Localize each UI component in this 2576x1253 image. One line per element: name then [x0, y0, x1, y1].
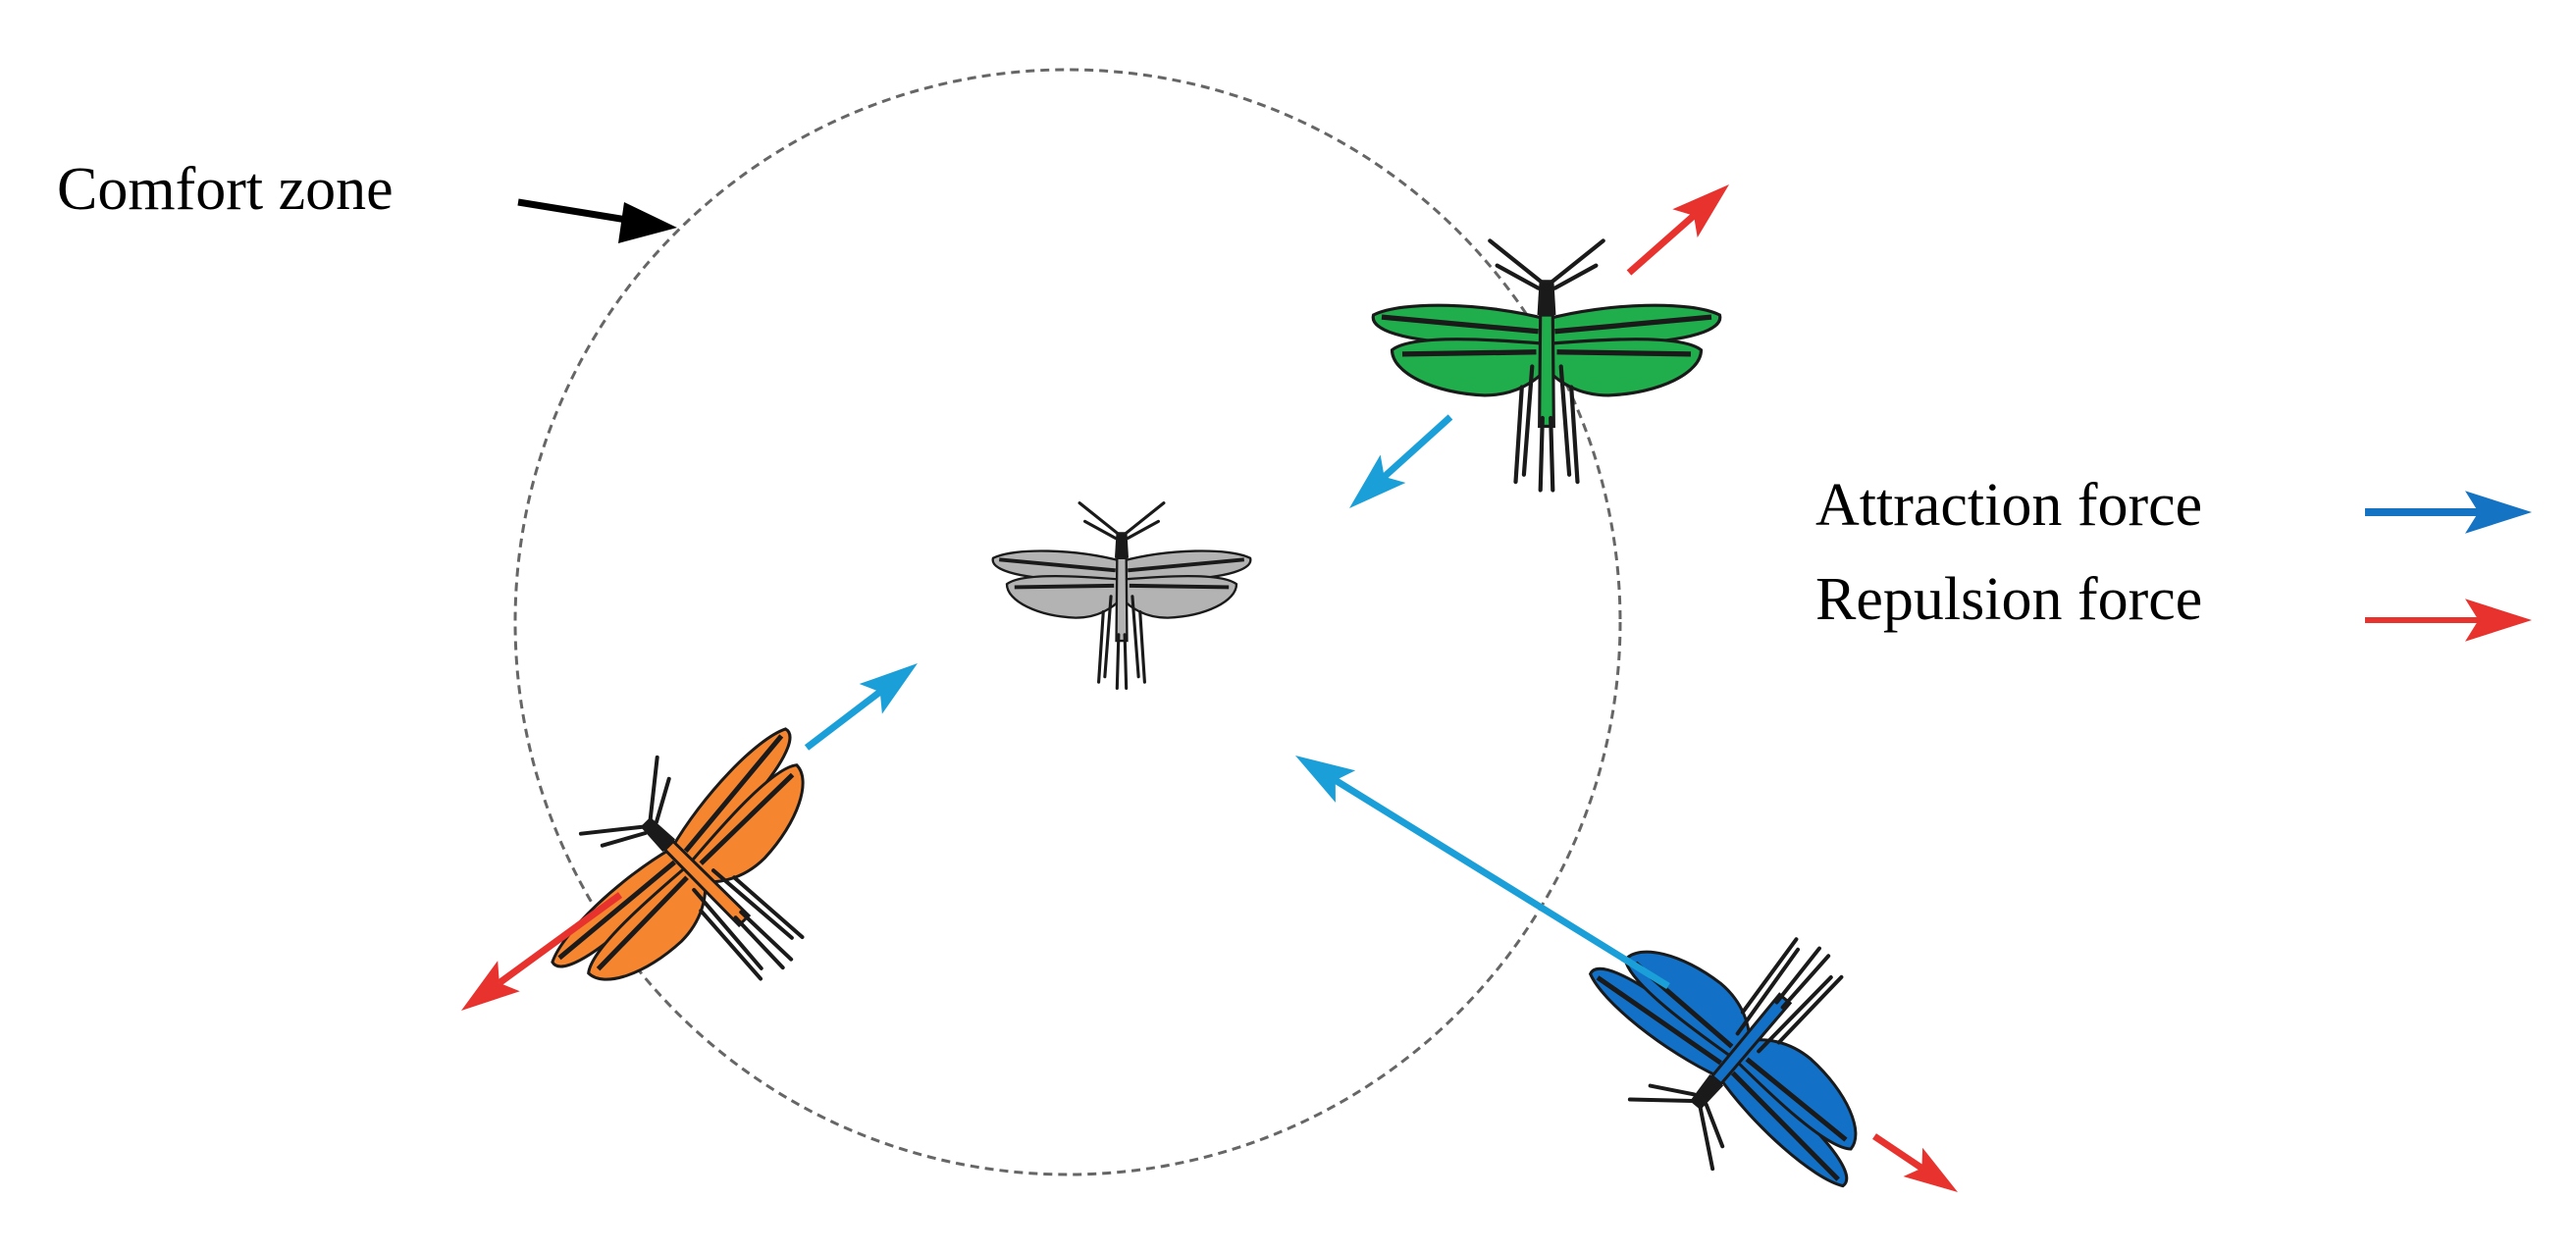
comfort-zone-pointer-arrow	[517, 198, 677, 243]
attraction-arrow-green	[1349, 414, 1453, 508]
repulsion-arrow-green	[1626, 184, 1729, 276]
attraction-legend-arrow	[2365, 491, 2532, 534]
repulsion-legend-arrow	[2365, 599, 2532, 642]
attraction-arrow-blue	[1295, 756, 1670, 989]
repulsion-arrow-orange	[461, 892, 623, 1011]
attraction-force-legend-label: Attraction force	[1815, 472, 2203, 539]
repulsion-force-legend-label: Repulsion force	[1815, 566, 2203, 633]
grasshopper-blue	[1545, 846, 1950, 1240]
repulsion-arrow-blue	[1872, 1133, 1958, 1192]
grasshopper-green	[1373, 240, 1719, 490]
grasshopper-center	[990, 500, 1253, 691]
attraction-arrow-orange	[804, 663, 918, 751]
comfort-zone-circle	[513, 68, 1622, 1176]
comfort-zone-label: Comfort zone	[57, 156, 394, 223]
grasshopper-orange	[502, 679, 904, 1080]
